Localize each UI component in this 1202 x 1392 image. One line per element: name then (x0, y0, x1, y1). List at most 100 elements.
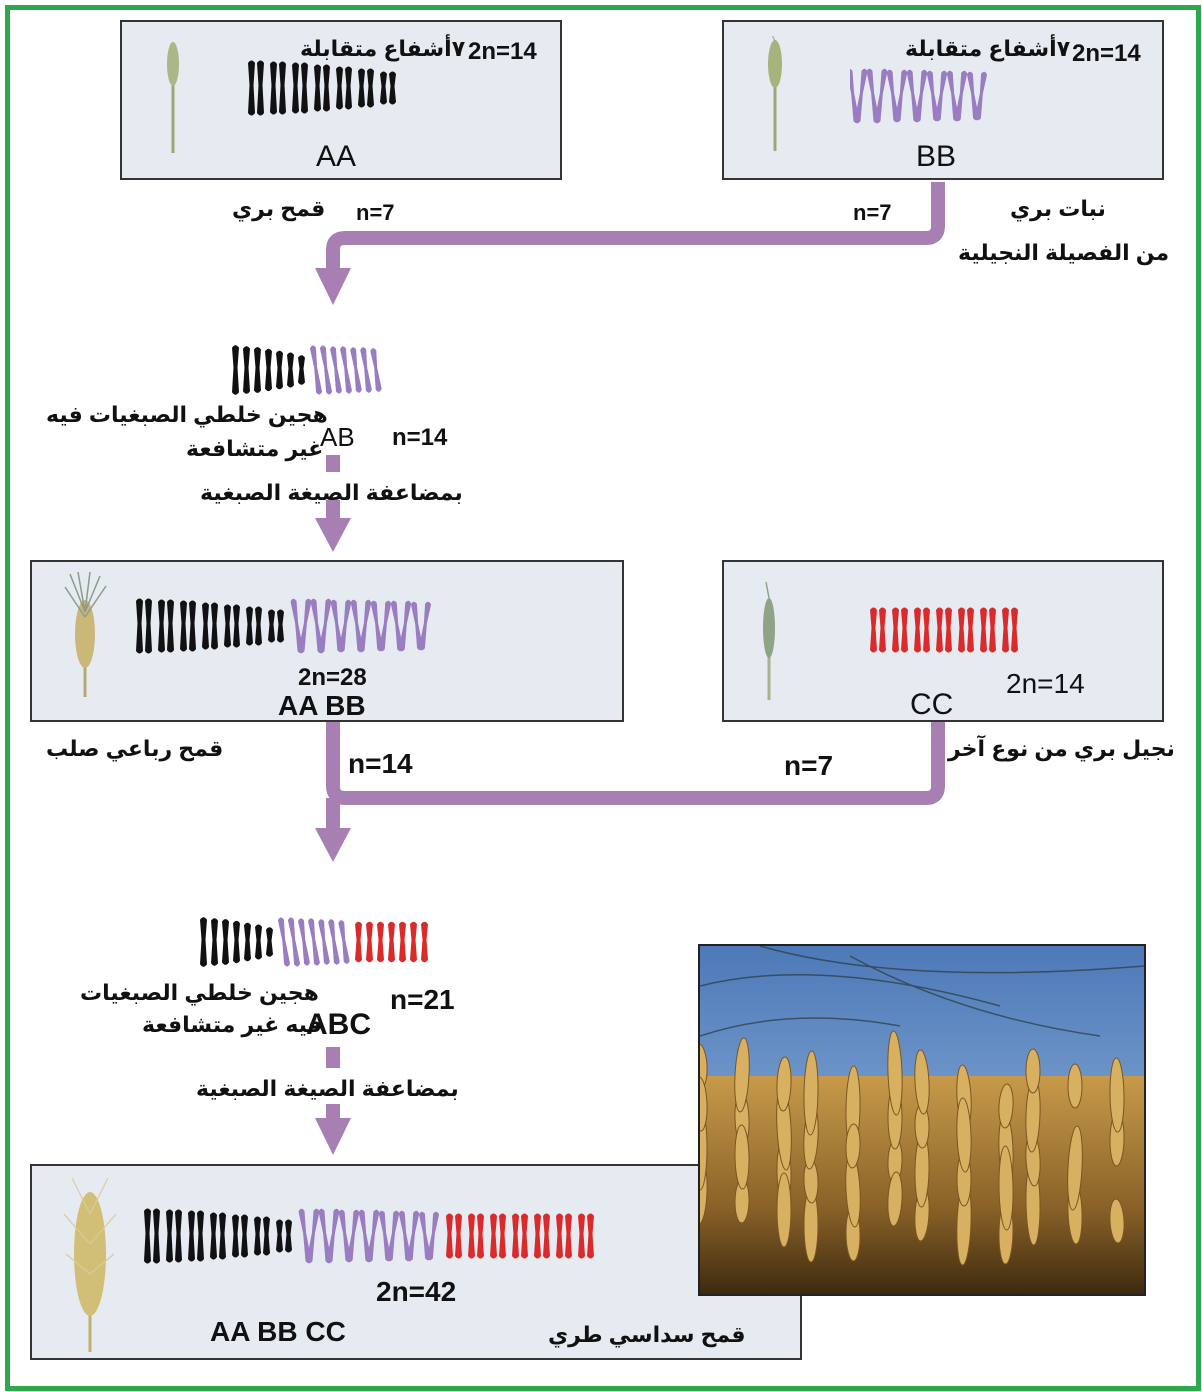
wheat-ear (1067, 1063, 1083, 1109)
arrowhead-3 (315, 828, 351, 862)
chromosome-b (974, 71, 988, 121)
doubling-label: بمضاعفة الصيغة الصبغية (196, 1076, 459, 1101)
chromosome-b (846, 68, 860, 124)
genome-label: AA BB (278, 690, 366, 721)
arrowhead-2 (315, 518, 351, 552)
grass-family-label: من الفصيلة النجيلية (958, 240, 1170, 265)
hybrid-desc: هجين خلطي الصبغيات فيه (46, 402, 328, 427)
chromosome-a (285, 1219, 292, 1253)
chromosome-c (421, 921, 428, 963)
chromosome-a (144, 1208, 151, 1264)
chromosome-c (989, 607, 996, 653)
chromosome-a (210, 1212, 217, 1260)
chromosome-a (188, 1210, 195, 1262)
wheat-ear (887, 1030, 903, 1116)
chromosome-a (145, 598, 152, 654)
wheat-ear (776, 1056, 792, 1112)
chromosome-a (244, 922, 251, 962)
chromosome-a (367, 68, 374, 108)
wheat-ear (803, 1050, 819, 1136)
chromosome-c (366, 921, 373, 963)
chromosome-a (200, 917, 207, 967)
hybrid-desc: فيه غير متشافعة (142, 1012, 323, 1037)
chromosome-b (874, 68, 888, 124)
chromosome-a (233, 604, 240, 648)
chromosome-b (934, 70, 948, 122)
hybrid-desc: غير متشافعة (186, 436, 324, 461)
chromosome-b (866, 68, 880, 124)
chromosome-b (366, 1209, 380, 1263)
wheat-ear (887, 1171, 903, 1227)
parent-bb-box (722, 20, 1164, 180)
arrowhead-1 (315, 268, 351, 305)
chromosome-b (298, 1208, 312, 1264)
chromosome-a (202, 602, 209, 650)
chromosome-c (901, 607, 908, 653)
tetraploid-box (30, 560, 624, 722)
wheat-ear (1025, 1048, 1041, 1094)
parent-cc-box (722, 560, 1164, 722)
chromosome-a (276, 1219, 283, 1253)
chromosome-b (290, 598, 304, 654)
chromosome-a (345, 66, 352, 110)
chromosome-c (565, 1213, 572, 1259)
ploidy-label: 2n=28 (298, 664, 367, 691)
chromosome-a (268, 609, 275, 643)
wild-wheat-label: قمح بري (232, 196, 326, 221)
chromosomes-bb (846, 66, 994, 131)
chromosome-b (358, 599, 372, 653)
chromosome-c (958, 607, 965, 653)
chromosome-c (1002, 607, 1009, 653)
chromosome-a (211, 918, 218, 966)
chromosome-a (153, 1208, 160, 1264)
chromosome-a (241, 1214, 248, 1258)
wheat-ear-icon (167, 42, 179, 153)
chromosome-a (180, 600, 187, 652)
chromosome-a (287, 352, 294, 388)
wild-plant-label: نبات بري (1010, 196, 1106, 221)
chromosome-b (966, 71, 980, 121)
hybrid-desc: هجين خلطي الصبغيات (80, 980, 319, 1005)
chromosome-a (270, 61, 277, 115)
chromosome-b (338, 920, 350, 964)
chromosome-a (222, 919, 229, 965)
chromosome-b (418, 1211, 432, 1261)
chromosome-c (512, 1213, 519, 1259)
chromosome-b (390, 600, 404, 652)
chromosome-c (534, 1213, 541, 1259)
genome-label: CC (910, 688, 954, 721)
chromosome-c (410, 921, 417, 963)
gamete-label: n=7 (356, 200, 395, 225)
genome-label: ABC (306, 1008, 371, 1041)
chromosome-b (398, 1210, 412, 1262)
chromosomes-abc (200, 912, 436, 977)
homologs-label: ٧أشفاع متقابلة (300, 36, 466, 61)
gamete-label: n=7 (853, 200, 892, 225)
chromosome-a (265, 348, 272, 392)
chromosome-c (967, 607, 974, 653)
durum-wheat-icon (64, 572, 107, 697)
chromosome-c (936, 607, 943, 653)
chromosome-a (167, 599, 174, 653)
other-grass-label: نجيل بري من نوع آخر (948, 736, 1175, 761)
chromosome-b (330, 346, 342, 394)
chromosome-b (894, 69, 908, 123)
chromosome-c (945, 607, 952, 653)
wheat-ear-icon (768, 36, 782, 151)
wheat-ear (998, 1083, 1014, 1129)
chromosome-b (350, 347, 362, 393)
chromosome-b (370, 600, 384, 652)
ploidy-label: 2n=14 (1072, 40, 1141, 67)
chromosome-b (954, 70, 968, 122)
chromosome-b (406, 1210, 420, 1262)
wheat-ear (734, 1037, 750, 1113)
chromosome-b (328, 919, 340, 965)
chromosome-b (340, 346, 352, 394)
wheat-ear (845, 1123, 861, 1169)
chromosomes-ab (232, 340, 387, 405)
chromosome-a (323, 64, 330, 112)
chromosome-b (318, 919, 330, 965)
chromosome-c (377, 921, 384, 963)
chromosome-b (914, 69, 928, 123)
